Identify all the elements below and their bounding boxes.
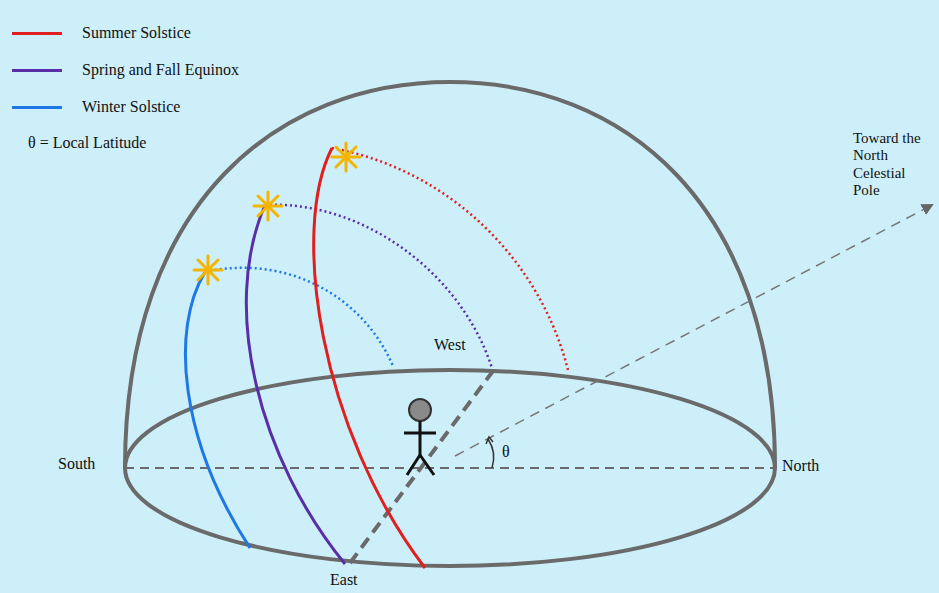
angle-symbol: θ	[502, 443, 510, 461]
legend-text: Winter Solstice	[82, 98, 180, 116]
legend-text: Spring and Fall Equinox	[82, 61, 239, 79]
legend-line-sample	[12, 69, 62, 72]
legend-line-sample	[12, 106, 62, 109]
direction-label: West	[434, 336, 466, 354]
direction-label: South	[58, 455, 95, 473]
direction-label: East	[330, 571, 358, 589]
direction-label: Toward the North Celestial Pole	[853, 130, 935, 199]
caption-note: θ = Local Latitude	[28, 134, 146, 152]
legend-line-sample	[12, 32, 62, 35]
direction-label: North	[782, 457, 819, 475]
legend-text: Summer Solstice	[82, 24, 191, 42]
